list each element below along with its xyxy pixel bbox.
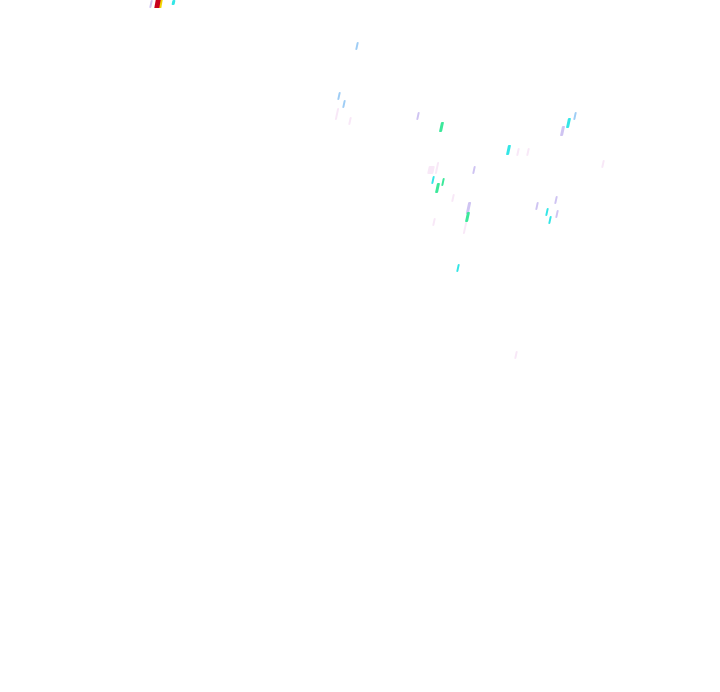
artifact-streak — [149, 0, 153, 8]
artifact-streak — [337, 92, 341, 100]
artifact-streak — [545, 208, 549, 216]
artifact-streak — [427, 166, 435, 174]
artifact-streak — [535, 202, 539, 210]
artifact-streak — [548, 216, 552, 224]
artifact-streak — [526, 148, 530, 156]
artifact-streak — [565, 118, 572, 128]
artifact-streak — [438, 122, 445, 132]
artifact-streak — [555, 210, 559, 218]
artifact-streak — [456, 264, 460, 272]
artifact-streak — [451, 194, 455, 202]
artifact-streak — [441, 178, 445, 186]
artifact-streak — [342, 100, 346, 108]
artifact-streak — [554, 196, 558, 204]
artifact-streak — [472, 166, 476, 174]
artifact-streak — [171, 0, 176, 5]
artifact-block — [154, 0, 161, 8]
artifact-streak — [505, 145, 512, 155]
artifact-streak — [434, 162, 440, 174]
artifact-streak — [334, 108, 340, 120]
artifact-streak — [601, 160, 605, 168]
artifact-streak — [431, 176, 435, 184]
artifact-streak — [355, 42, 359, 50]
artifact-streak — [514, 351, 518, 359]
artifact-streak — [432, 218, 436, 226]
artifact-streak — [462, 222, 468, 234]
artifact-streak — [464, 212, 471, 222]
artifact-streak — [559, 126, 566, 136]
artifact-streak — [434, 183, 441, 193]
artifact-streak — [416, 112, 420, 120]
artifact-streak — [516, 148, 520, 156]
artifact-streak — [348, 117, 352, 125]
artifact-streak — [573, 112, 577, 120]
